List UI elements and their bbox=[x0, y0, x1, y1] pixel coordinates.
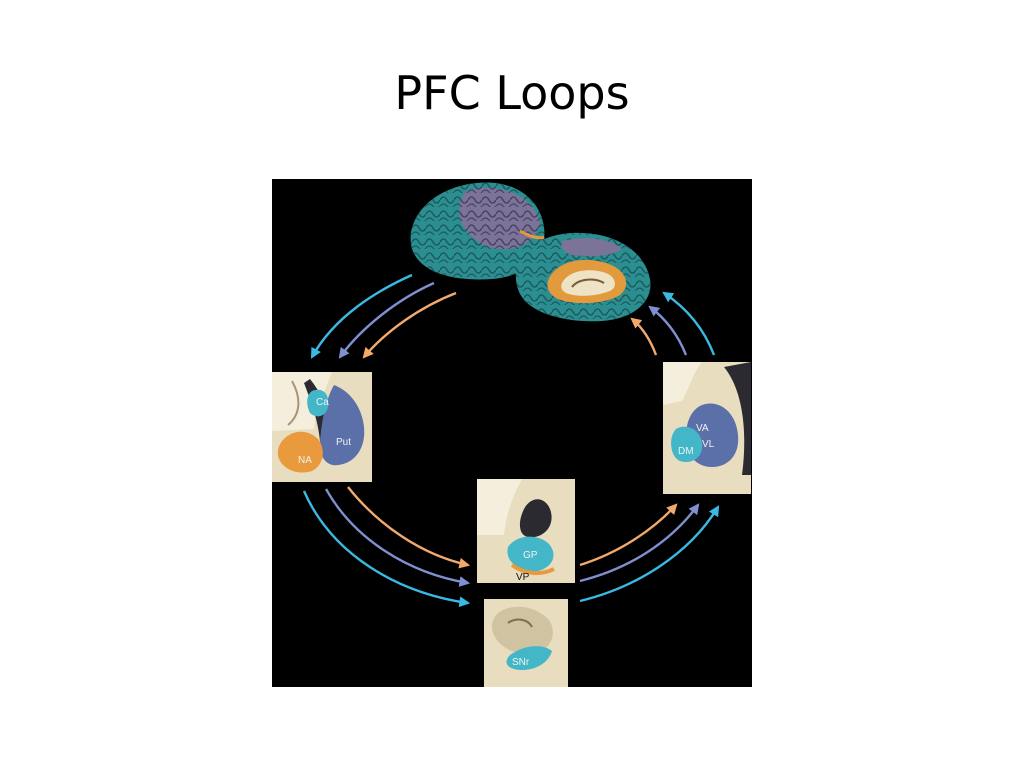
arrow-pallidum-thalamus-orange bbox=[579, 503, 678, 567]
label-putamen: Put bbox=[336, 437, 351, 448]
striatum-section-image: Ca Put NA bbox=[272, 372, 372, 482]
pallidum-section-image: GP VP bbox=[477, 479, 575, 583]
substantia-nigra-section-image: SNr bbox=[484, 599, 568, 687]
arrow-nigra-thalamus-cyan bbox=[579, 505, 720, 603]
label-substantia-nigra: SNr bbox=[512, 657, 530, 668]
lateral-brain-image bbox=[410, 182, 545, 280]
arrow-striatum-pallidum-blue bbox=[324, 488, 471, 587]
label-nucleus-accumbens: NA bbox=[298, 455, 312, 466]
pfc-loop-diagram: Ca Put NA VA VL DM GP VP bbox=[272, 179, 752, 687]
cortex-to-striatum-arrows bbox=[310, 273, 457, 359]
label-globus-pallidus: GP bbox=[523, 550, 538, 561]
label-ventral-lateral: VL bbox=[702, 439, 715, 450]
arrow-cortex-striatum-cyan bbox=[310, 273, 413, 359]
pfc-loop-svg: Ca Put NA VA VL DM GP VP bbox=[272, 182, 751, 687]
label-ventral-anterior: VA bbox=[696, 423, 709, 434]
thalamus-to-cortex-arrows bbox=[630, 291, 716, 356]
medial-brain-image bbox=[515, 232, 651, 322]
arrow-cortex-striatum-blue bbox=[338, 281, 435, 359]
pallidum-to-thalamus-arrows bbox=[579, 503, 720, 603]
label-ventral-pallidum: VP bbox=[516, 572, 530, 583]
arrow-striatum-nigra-cyan bbox=[302, 490, 471, 608]
arrow-striatum-pallidum-orange bbox=[347, 486, 471, 569]
arrow-pallidum-thalamus-blue bbox=[579, 503, 700, 583]
arrow-thalamus-cortex-cyan bbox=[662, 291, 716, 356]
arrow-cortex-striatum-orange bbox=[362, 291, 457, 359]
arrow-thalamus-cortex-orange bbox=[630, 317, 658, 356]
slide-title: PFC Loops bbox=[394, 66, 630, 120]
arrow-thalamus-cortex-blue bbox=[648, 305, 688, 356]
thalamus-section-image: VA VL DM bbox=[663, 362, 751, 494]
label-dorsomedial: DM bbox=[678, 446, 694, 457]
striatum-to-pallidum-arrows bbox=[302, 486, 471, 608]
label-caudate: Ca bbox=[316, 397, 329, 408]
